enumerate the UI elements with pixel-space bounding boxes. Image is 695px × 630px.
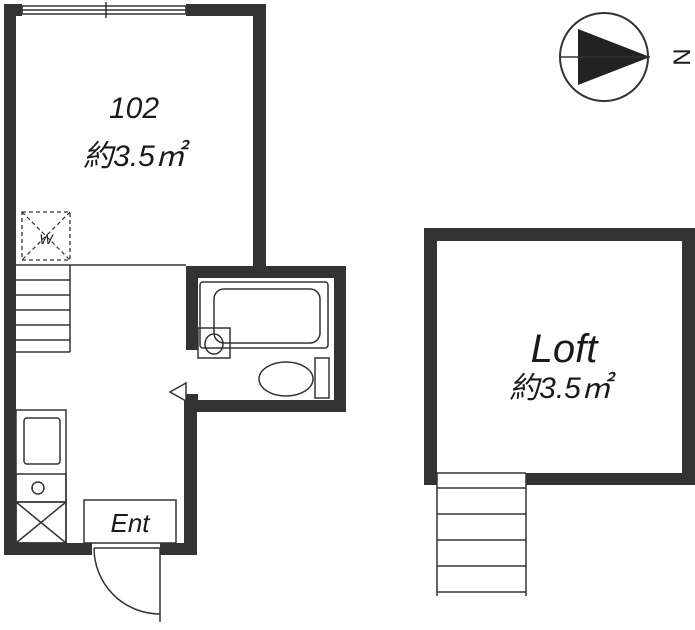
wall-room-right [253,4,266,272]
wall-bottom-right [160,543,197,555]
stove-burner [31,481,45,495]
wall-top-right [186,4,266,16]
window-top [21,2,187,18]
room-number: 102 [109,92,159,125]
loft-wall-left [424,228,437,485]
wall-bath-left-top [186,266,198,350]
wall-bath-right [334,266,346,412]
bathtub [199,281,329,349]
toilet-tank [314,357,330,399]
sink-basin [204,333,224,355]
bathroom-fixtures [168,281,330,403]
bath-door-marker [168,381,187,403]
loft-walls [424,228,695,485]
interior-lines [16,264,186,352]
refrigerator [15,501,67,544]
entrance-label: Ent [110,508,151,538]
wall-bath-bottom [186,400,346,412]
loft-name: Loft [531,327,600,371]
loft-wall-bottom-right [526,473,695,485]
wall-bath-top [186,266,346,278]
wall-bottom-left [4,543,92,555]
main-unit-walls [4,4,346,555]
wall-left [4,4,16,555]
room-area: 約3.5㎡ [83,139,191,173]
compass: N [559,12,695,102]
loft-wall-top [424,228,695,241]
compass-north-label: N [668,48,695,65]
sink-counter [197,327,231,359]
washer-space: W [21,211,71,261]
entrance-door [93,547,161,622]
washer-label: W [39,231,54,247]
bathtub-inner [213,288,321,344]
wall-top-left [4,4,22,16]
loft-wall-right [682,228,695,485]
loft-area: 約3.5㎡ [509,371,617,405]
kitchen-sink [23,417,61,465]
entrance: Ent [83,499,177,544]
toilet-bowl [258,361,314,397]
staircase-main [16,279,70,353]
kitchen [15,409,67,544]
loft-ladder [436,472,527,596]
stove-area [15,473,67,503]
wall-kitchen-right [184,400,197,555]
